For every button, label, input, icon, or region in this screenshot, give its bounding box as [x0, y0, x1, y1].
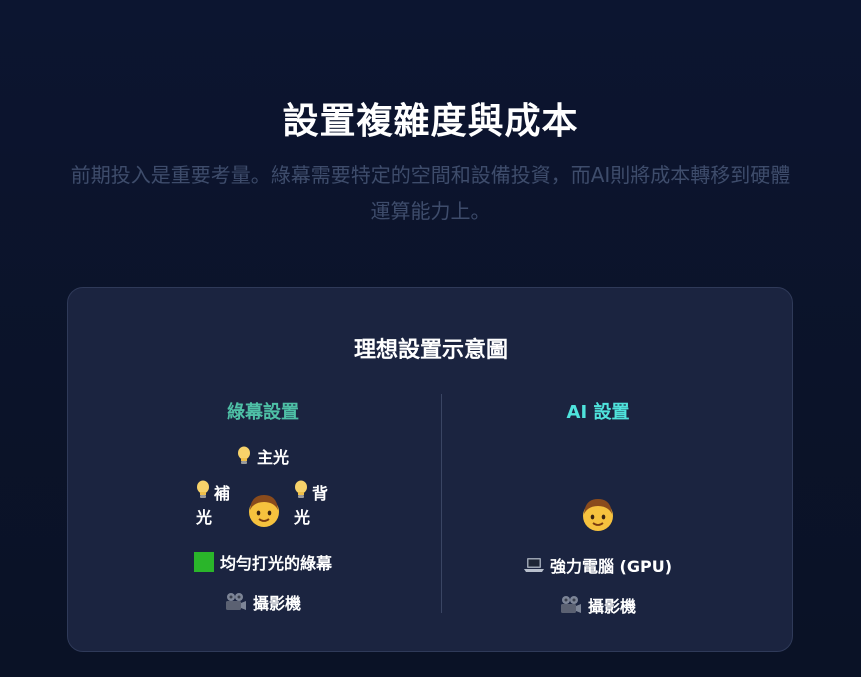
column-divider — [441, 394, 442, 613]
page-title: 設置複雜度與成本 — [282, 101, 579, 142]
back-light-label: 背光 — [294, 484, 329, 527]
laptop-icon — [523, 557, 544, 573]
ai-heading: AI 設置 — [566, 402, 630, 423]
green-square-icon — [193, 552, 214, 572]
light-bulb-icon — [294, 480, 308, 500]
green-screen-heading: 綠幕設置 — [227, 402, 299, 423]
subject-stage: 補光 — [108, 480, 418, 536]
green-backdrop-label: 均勻打光的綠幕 — [219, 554, 332, 573]
light-bulb-icon — [196, 480, 210, 500]
ai-camera: 攝影機 — [443, 593, 753, 617]
light-bulb-icon — [237, 446, 251, 466]
key-light: 主光 — [108, 444, 418, 468]
movie-camera-icon — [560, 595, 582, 615]
green-screen-camera: 攝影機 — [108, 590, 418, 614]
page-subtitle: 前期投入是重要考量。綠幕需要特定的空間和設備投資，而AI則將成本轉移到硬體運算能… — [70, 163, 791, 223]
fill-light: 補光 — [196, 480, 240, 528]
green-screen-camera-label: 攝影機 — [252, 594, 301, 613]
diagram-title: 理想設置示意圖 — [353, 338, 508, 363]
key-light-label: 主光 — [256, 448, 289, 467]
setup-diagram-card: 理想設置示意圖 綠幕設置 主光 — [67, 287, 793, 652]
fill-light-label: 補光 — [196, 484, 231, 527]
ai-computer: 強力電腦 (GPU) — [443, 553, 753, 577]
person-icon — [244, 490, 284, 530]
back-light: 背光 — [294, 480, 338, 528]
movie-camera-icon — [225, 592, 247, 612]
ai-camera-label: 攝影機 — [587, 597, 636, 616]
person-icon — [578, 494, 618, 534]
green-backdrop: 均勻打光的綠幕 — [108, 550, 418, 574]
ai-computer-label: 強力電腦 (GPU) — [549, 557, 673, 576]
